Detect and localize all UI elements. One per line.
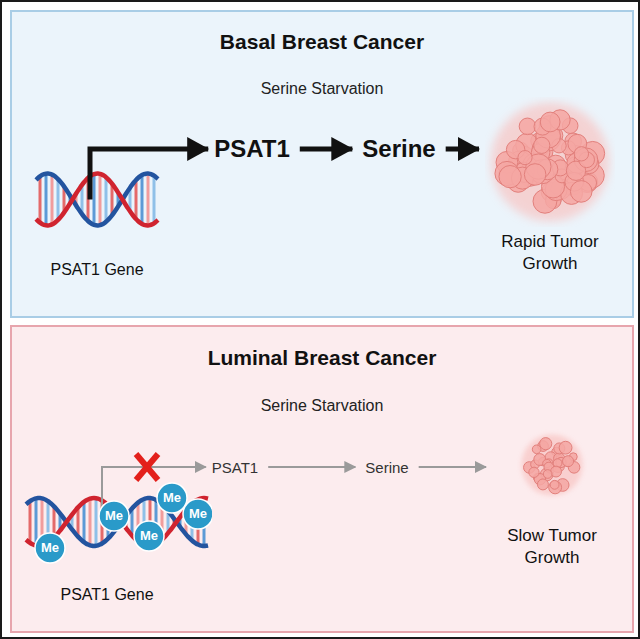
methyl-circle (35, 533, 65, 563)
molecule-name: PSAT1 (210, 133, 294, 165)
tumor-cell (543, 470, 552, 479)
tumor-cell (519, 118, 536, 135)
promoter-stem (88, 152, 93, 200)
panel-title: Basal Breast Cancer (12, 30, 632, 54)
flow-arrow (268, 466, 355, 468)
base-pair (39, 176, 42, 222)
panel-fill (10, 325, 634, 633)
panel-band: PSAT1 Gene PSAT1 SerineRapid Tumor Growth B… (10, 10, 634, 318)
panel-band: PSAT1 GeneMeMeMeMeMePSAT1SerineSlow Tumo… (10, 325, 634, 633)
gene-illustration: PSAT1 GeneMeMeMeMeMe (22, 472, 212, 604)
gene-illustration: PSAT1 Gene (32, 152, 162, 279)
base-pair (35, 498, 38, 545)
flow-arrow (446, 147, 479, 152)
tumor-cell (537, 479, 548, 490)
tumor-cell (559, 441, 572, 454)
base-pair (51, 175, 54, 225)
methyl-mark: Me (99, 501, 129, 531)
gene-label: PSAT1 Gene (32, 247, 162, 279)
dna-strand (36, 174, 158, 226)
tumor-cluster (485, 97, 615, 227)
panel-fill (10, 10, 634, 318)
tumor-halo (491, 103, 609, 221)
dna-helix (32, 152, 162, 247)
molecule-name: Serine (358, 133, 439, 165)
outcome-label: Slow Tumor Growth (492, 505, 612, 569)
molecule-name: PSAT1 (208, 457, 262, 478)
base-pair (147, 174, 150, 226)
methyl-mark: Me (157, 483, 187, 513)
gene-label: PSAT1 Gene (22, 572, 212, 604)
tumor-cell (540, 112, 560, 132)
tumor-cell (499, 165, 521, 187)
condition-label: Serine Starvation (12, 397, 632, 415)
methyl-circle (99, 501, 129, 531)
flow-arrow (90, 149, 208, 152)
tumor-cell (549, 481, 562, 494)
panel-title: Luminal Breast Cancer (12, 346, 632, 370)
flow-arrow (300, 147, 353, 152)
base-pair (99, 174, 102, 225)
tumor-cell (574, 147, 588, 161)
tumor-cell (550, 480, 559, 489)
methyl-circle (157, 483, 187, 513)
tumor-cell (524, 164, 546, 186)
methyl-circle (183, 499, 212, 529)
flow-arrow (419, 466, 486, 468)
molecule-label: PSAT1 (208, 457, 262, 478)
base-pair (29, 501, 32, 543)
base-pair (135, 180, 138, 219)
base-pair (83, 502, 86, 542)
tumor-cell (518, 151, 532, 165)
methyl-mark: Me (134, 521, 164, 551)
base-pair (105, 177, 108, 222)
methyl-circle (134, 521, 164, 551)
tumor-cell (532, 445, 541, 454)
base-pair (95, 498, 98, 546)
tumor-cell (534, 137, 550, 153)
dna-strand (36, 174, 158, 226)
base-pair (89, 499, 92, 546)
base-pair (153, 176, 156, 224)
tumor-illustration: Slow Tumor Growth (492, 425, 612, 569)
molecule-name: Serine (361, 457, 412, 478)
base-pair (141, 175, 144, 224)
condition-label: Serine Starvation (12, 80, 632, 98)
molecule-label: PSAT1 (210, 133, 294, 165)
tumor-cell (540, 438, 552, 450)
tumor-cell (563, 456, 574, 467)
flow-arrow (102, 467, 206, 472)
red-x-mark (136, 454, 158, 480)
tumor-cluster (512, 425, 592, 505)
molecule-label: Serine (358, 133, 439, 165)
base-pair (45, 174, 48, 226)
tumor-illustration: Rapid Tumor Growth (485, 97, 615, 275)
molecule-label: Serine (361, 457, 412, 478)
tumor-cell (529, 467, 539, 477)
tumor-cell (570, 181, 592, 203)
methyl-mark: Me (183, 499, 213, 529)
outcome-label: Rapid Tumor Growth (485, 227, 615, 275)
tumor-halo (521, 434, 582, 495)
base-pair (57, 179, 60, 220)
base-pair (93, 174, 96, 225)
methyl-mark: Me (35, 533, 65, 563)
